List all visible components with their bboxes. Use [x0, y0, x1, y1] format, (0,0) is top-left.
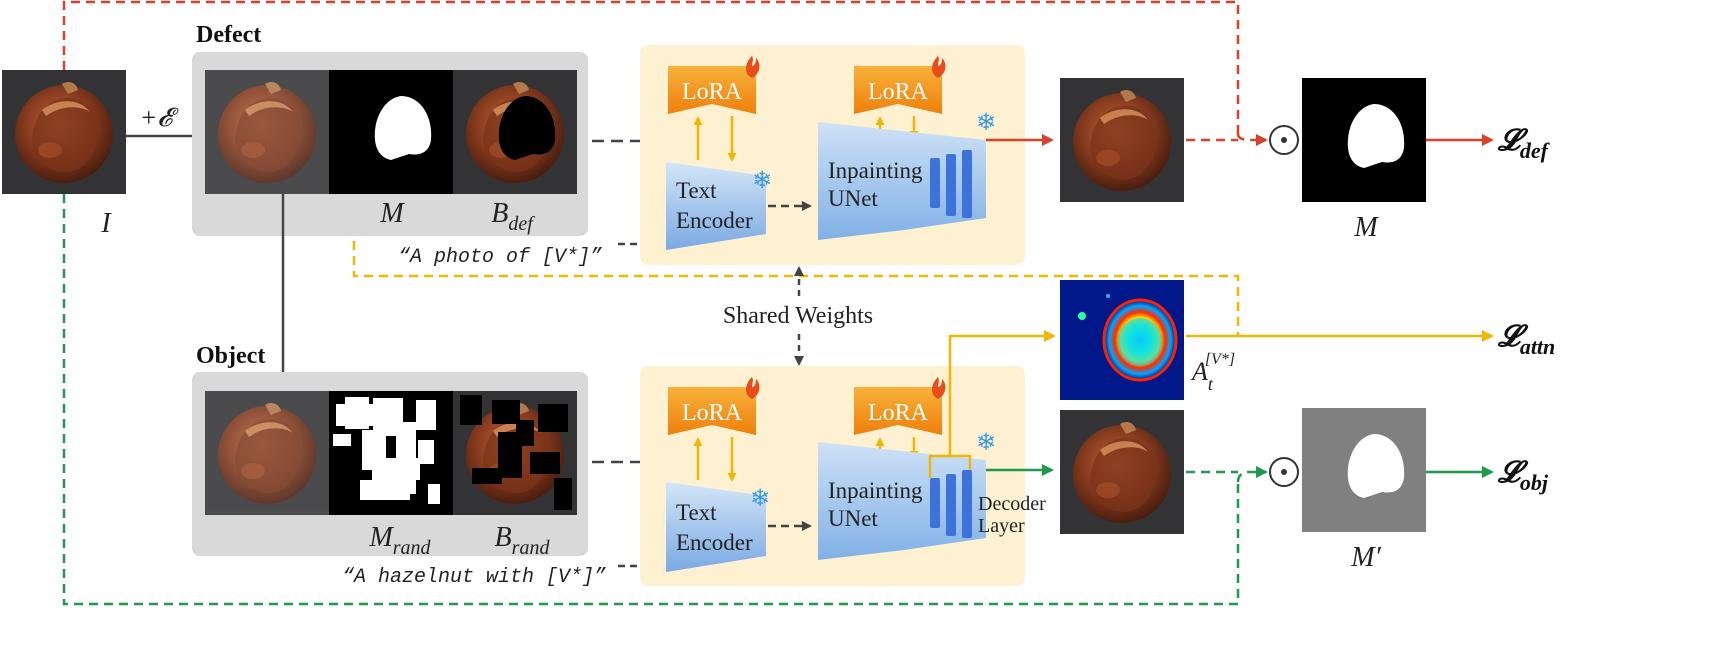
green-dashed-loop: [62, 194, 1240, 606]
input-image: [2, 70, 126, 194]
snowflake-icon: ❄: [976, 428, 996, 456]
bottom-lora-unet: LoRA: [854, 387, 942, 435]
attention-tap-arrow: [948, 330, 1056, 456]
random-background-image: [453, 391, 577, 515]
defect-background-image: [453, 70, 577, 194]
fire-icon: [932, 377, 946, 399]
mask-obj-label: M′: [1350, 542, 1381, 573]
defect-mask-output: [1302, 78, 1426, 202]
fire-icon: [746, 56, 760, 78]
decoder-label-1: Decoder: [978, 493, 1046, 515]
svg-text:Text: Text: [676, 500, 717, 525]
bottom-lora-encoder: LoRA: [668, 387, 756, 435]
shared-weights-label: Shared Weights: [723, 303, 873, 329]
svg-text:UNet: UNet: [828, 186, 878, 211]
mask-def-label: M: [1353, 212, 1379, 243]
svg-text:Encoder: Encoder: [676, 208, 753, 233]
attention-map-image: [1060, 280, 1184, 400]
defect-output-image: [1060, 78, 1184, 202]
svg-text:❄: ❄: [750, 484, 770, 512]
snowflake-icon: ❄: [750, 484, 770, 512]
defect-title: Defect: [196, 22, 261, 48]
noise-label: +𝓔: [140, 103, 180, 132]
svg-text:Text: Text: [676, 178, 717, 203]
top-inpainting-unet: Inpainting UNet: [818, 122, 986, 240]
svg-text:LoRA: LoRA: [868, 400, 929, 426]
defect-mask-label: M: [379, 198, 405, 229]
svg-text:LoRA: LoRA: [868, 79, 929, 105]
defect-noisy-image: [205, 70, 329, 194]
object-title: Object: [196, 343, 265, 369]
hadamard-product-icon: [1269, 125, 1299, 155]
green-loop-arrow: [1236, 466, 1268, 483]
yellow-dashed-loop: [352, 196, 1240, 336]
defect-mask-image: [329, 70, 453, 194]
hadamard-product-icon: [1269, 457, 1299, 487]
object-prompt: “A hazelnut with [V*]”: [342, 566, 607, 589]
object-mask-output: [1302, 408, 1426, 532]
shared-weights-bg: [712, 300, 884, 330]
svg-text:Inpainting: Inpainting: [828, 478, 923, 503]
input-label: I: [100, 208, 112, 239]
top-lora-encoder: LoRA: [668, 66, 756, 114]
svg-text:LoRA: LoRA: [682, 400, 743, 426]
svg-text:UNet: UNet: [828, 506, 878, 531]
loss-def: 𝓛def: [1497, 124, 1551, 163]
attention-label: At[V*]: [1190, 351, 1235, 394]
red-loop-arrow: [1236, 133, 1268, 146]
defect-bg-label: Bdef: [491, 198, 535, 235]
svg-text:❄: ❄: [976, 108, 996, 136]
top-lora-unet: LoRA: [854, 66, 942, 114]
snowflake-icon: ❄: [976, 108, 996, 136]
decoder-label-2: Layer: [978, 515, 1025, 537]
object-noisy-image: [205, 391, 329, 515]
fire-icon: [932, 56, 946, 78]
object-output-image: [1060, 410, 1184, 534]
defect-prompt: “A photo of [V*]”: [398, 246, 603, 269]
snowflake-icon: ❄: [752, 166, 772, 194]
random-mask-image: [329, 391, 453, 515]
svg-text:LoRA: LoRA: [682, 79, 743, 105]
svg-text:Inpainting: Inpainting: [828, 158, 923, 183]
loss-attn: 𝓛attn: [1497, 320, 1555, 359]
top-text-encoder: Text Encoder: [666, 162, 766, 250]
bottom-inpainting-unet: Inpainting UNet: [818, 442, 986, 560]
random-mask-label: Mrand: [368, 522, 431, 559]
svg-text:❄: ❄: [752, 166, 772, 194]
random-bg-label: Brand: [495, 522, 551, 559]
svg-text:❄: ❄: [976, 428, 996, 456]
red-dashed-loop: [62, 0, 1240, 134]
bottom-text-encoder: Text Encoder: [666, 482, 766, 572]
loss-obj: 𝓛obj: [1497, 456, 1549, 495]
fire-icon: [746, 377, 760, 399]
svg-text:Encoder: Encoder: [676, 530, 753, 555]
